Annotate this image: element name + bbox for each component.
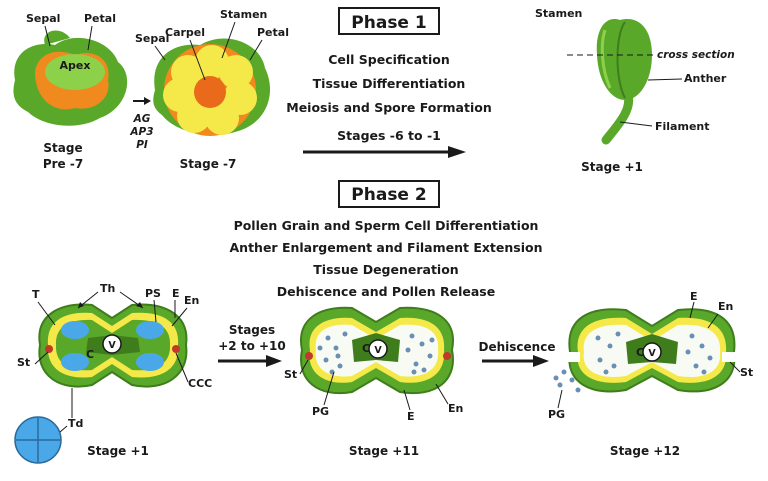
gene-ag: AG xyxy=(133,113,151,125)
petal-label: Petal xyxy=(84,12,116,25)
e-label: E xyxy=(172,287,180,300)
stamen-label: Stamen xyxy=(220,8,267,21)
gene-pi: PI xyxy=(136,139,148,151)
pollen-grains xyxy=(553,331,713,393)
phase2-line-3: Tissue Degeneration xyxy=(313,262,458,277)
phase1-arrow xyxy=(303,146,466,158)
stage-plus12-label: Stage +12 xyxy=(610,444,680,458)
t-label: T xyxy=(32,288,40,301)
anther-crosssection-plus1: V C T Th PS E En St CCC Td Stage +1 xyxy=(14,282,212,464)
phase1-line-3: Meiosis and Spore Formation xyxy=(286,100,491,115)
stamen-label: Stamen xyxy=(535,7,582,20)
anther-crosssection-plus12: C V E En St PG Stage +12 xyxy=(548,290,753,458)
phase2-header: Phase 2 Pollen Grain and Sperm Cell Diff… xyxy=(230,180,543,299)
e-label: E xyxy=(407,410,415,423)
stage-plus11-label: Stage +11 xyxy=(349,444,419,458)
pg-label: PG xyxy=(548,408,565,421)
filament-label: Filament xyxy=(655,120,710,133)
petal-label: Petal xyxy=(257,26,289,39)
stamen-plus1: cross section Stamen Anther Filament Sta… xyxy=(535,7,735,174)
td-label: Td xyxy=(68,417,83,430)
pg-label: PG xyxy=(312,405,329,418)
ps-label: PS xyxy=(145,287,161,300)
stages-arrow: Stages +2 to +10 xyxy=(218,323,286,367)
flower-minus7: Carpel Stamen Sepal Petal Stage -7 xyxy=(135,8,289,171)
phase2-line-1: Pollen Grain and Sperm Cell Differentiat… xyxy=(234,218,539,233)
st-label: St xyxy=(17,356,30,369)
apex-label: Apex xyxy=(60,59,91,72)
e-label: E xyxy=(690,290,698,303)
carpel-label: Carpel xyxy=(165,26,205,39)
en-label: En xyxy=(448,402,463,415)
filament-shape xyxy=(601,90,634,145)
phase2-line-2: Anther Enlargement and Filament Extensio… xyxy=(230,240,543,255)
v-label: V xyxy=(108,340,116,351)
phase1-line-1: Cell Specification xyxy=(328,52,450,67)
st-label: St xyxy=(284,368,297,381)
c-label: C xyxy=(362,342,370,355)
carpel-shape xyxy=(194,76,226,108)
cross-section-label: cross section xyxy=(657,49,735,61)
anther-crosssection-plus11: C V St PG E En Stage +11 xyxy=(284,306,463,458)
stages-label-1: Stages xyxy=(229,323,275,337)
phase1-arrow-label: Stages -6 to -1 xyxy=(337,128,441,143)
flower-pre7: Apex Sepal Petal Stage Pre -7 xyxy=(13,12,128,171)
ccc-label: CCC xyxy=(188,377,212,390)
stages-label-2: +2 to +10 xyxy=(218,339,286,353)
c-label: C xyxy=(86,348,94,361)
phase1-header: Phase 1 Cell Specification Tissue Differ… xyxy=(286,7,492,158)
phase2-title: Phase 2 xyxy=(351,185,426,205)
en-label: En xyxy=(184,294,199,307)
anther-label: Anther xyxy=(684,72,727,85)
apex-shape xyxy=(45,54,105,90)
c-label: C xyxy=(636,346,644,359)
sepal-label: Sepal xyxy=(26,12,60,25)
anther-shape xyxy=(596,19,652,100)
stage-plus1-bottom-label: Stage +1 xyxy=(87,444,149,458)
stage-pre7-label-2: Pre -7 xyxy=(43,157,83,171)
v-label: V xyxy=(374,345,382,356)
sepal-label: Sepal xyxy=(135,32,169,45)
phase1-title-box xyxy=(338,7,440,35)
v-label: V xyxy=(648,348,656,359)
phase2-title-box xyxy=(338,180,440,208)
th-label: Th xyxy=(100,282,115,295)
stage-minus7-label: Stage -7 xyxy=(180,157,237,171)
stage-plus1-top-label: Stage +1 xyxy=(581,160,643,174)
genes-arrow: AG AP3 PI xyxy=(129,97,154,151)
en-label: En xyxy=(718,300,733,313)
gene-ap3: AP3 xyxy=(129,126,153,138)
phase1-line-2: Tissue Differentiation xyxy=(313,76,466,91)
phase1-title: Phase 1 xyxy=(351,13,426,33)
pollen-grains xyxy=(317,331,435,375)
stage-pre7-label-1: Stage xyxy=(43,141,82,155)
phase2-line-4: Dehiscence and Pollen Release xyxy=(277,284,495,299)
tetrad-shape xyxy=(14,416,68,464)
dehiscence-arrow: Dehiscence xyxy=(479,340,556,367)
dehiscence-label: Dehiscence xyxy=(479,340,556,354)
st-label: St xyxy=(740,366,753,379)
